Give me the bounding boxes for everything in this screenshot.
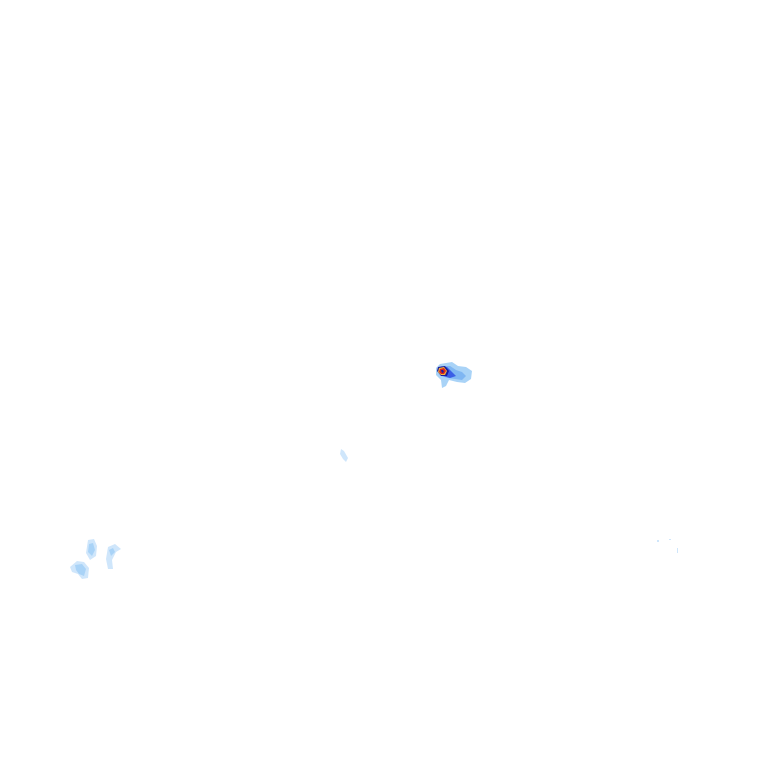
- echo-specks-right: [657, 539, 678, 553]
- echo-cluster-lower-left: [70, 539, 121, 579]
- storm-cell-main: [436, 362, 472, 388]
- echo-small-center-left: [340, 449, 348, 462]
